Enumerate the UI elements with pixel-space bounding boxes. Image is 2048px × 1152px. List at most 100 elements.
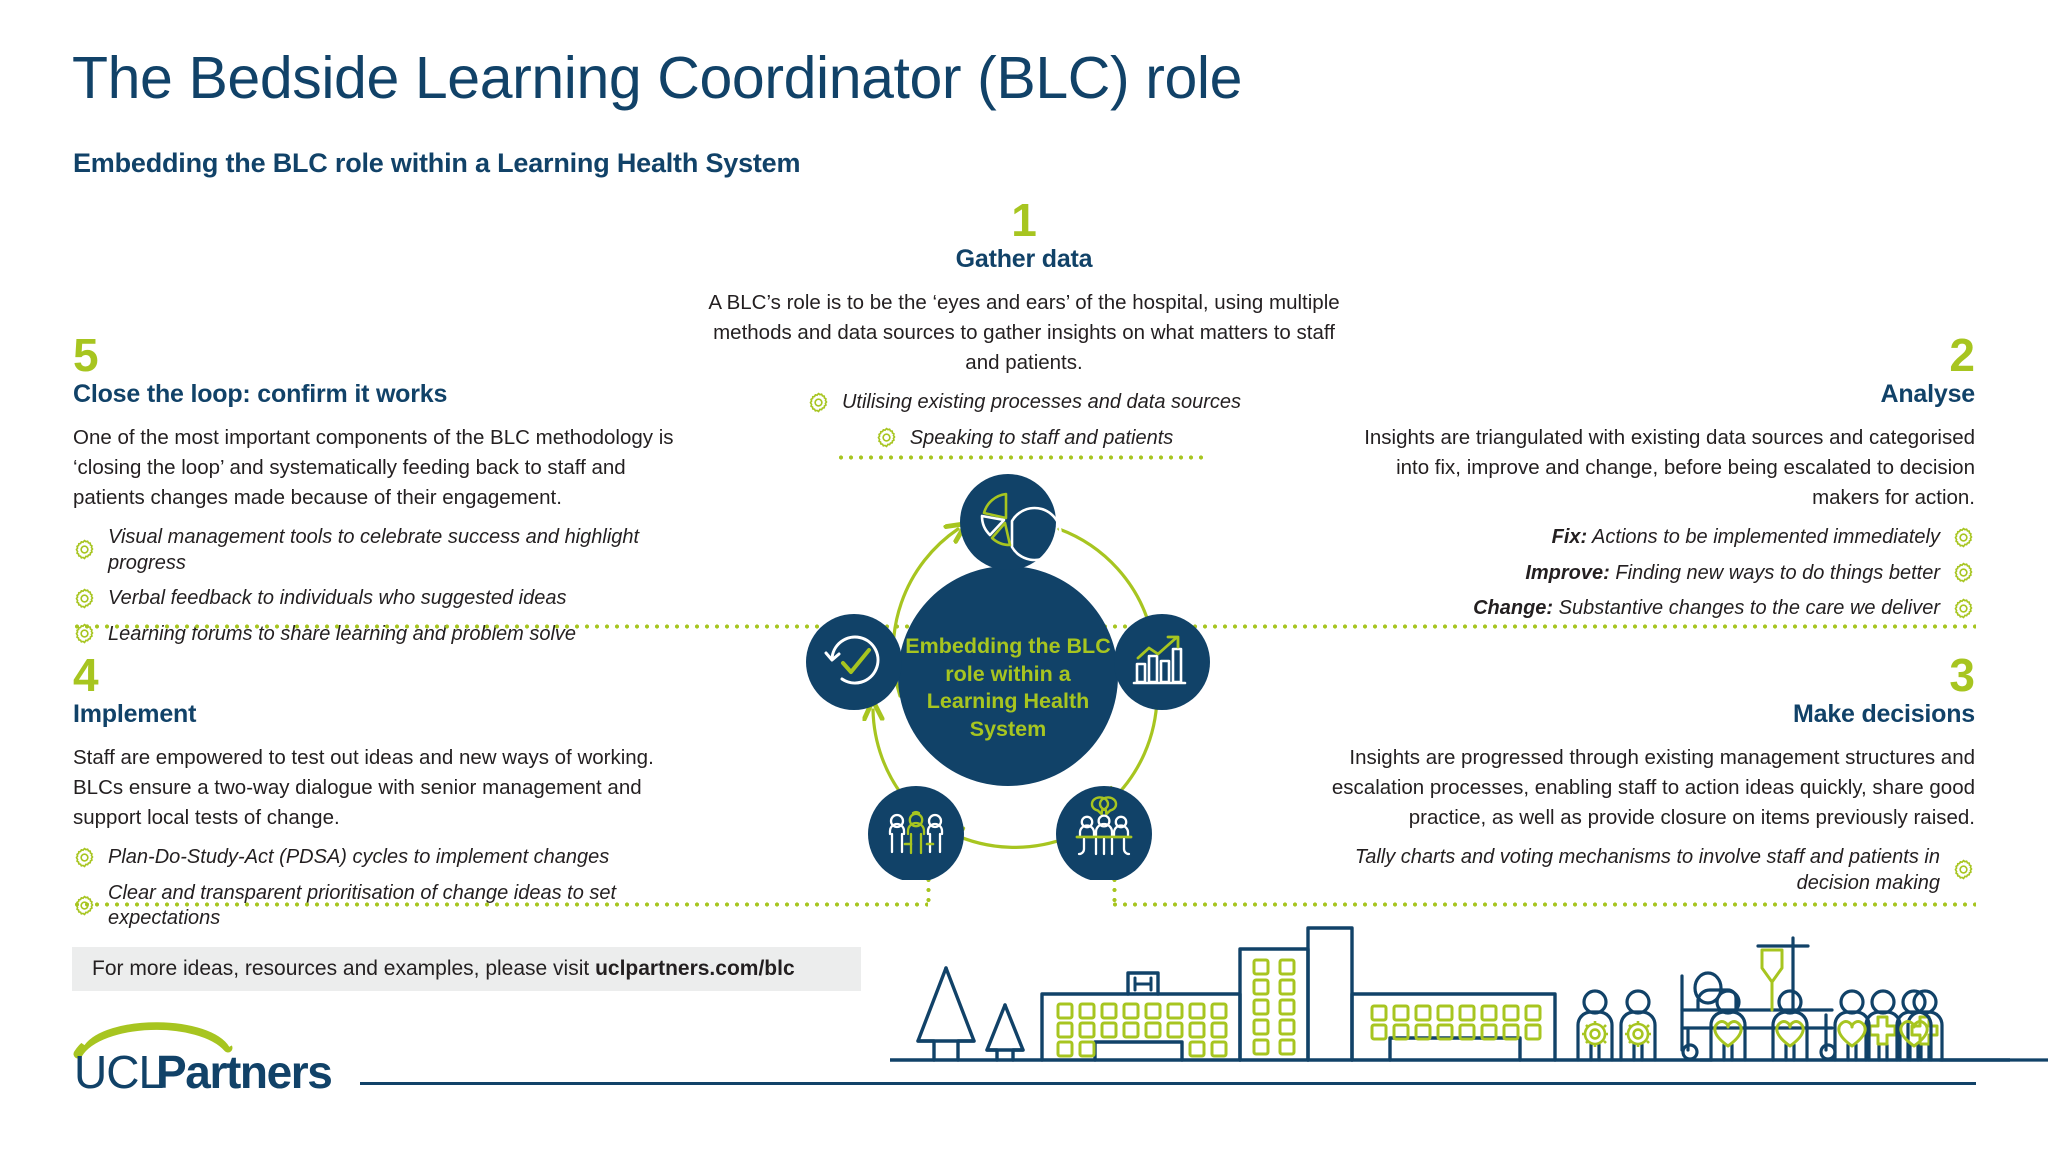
page-subtitle: Embedding the BLC role within a Learning… bbox=[73, 148, 801, 178]
node-refresh-check bbox=[806, 614, 902, 710]
list-item: Fix: Actions to be implemented immediate… bbox=[1345, 525, 1975, 551]
gear-icon bbox=[1952, 598, 1975, 621]
person-figure bbox=[1895, 989, 1933, 1062]
page-title: The Bedside Learning Coordinator (BLC) r… bbox=[72, 45, 1243, 111]
person-figure bbox=[1771, 989, 1809, 1062]
section-gather-data: 1 Gather data A BLC’s role is to be the … bbox=[700, 194, 1348, 451]
list-item: Clear and transparent prioritisation of … bbox=[73, 881, 733, 932]
section-body: Insights are progressed through existing… bbox=[1331, 746, 1975, 829]
uclpartners-logo: UCL Partners bbox=[72, 1011, 362, 1098]
list-item-label: Verbal feedback to individuals who sugge… bbox=[108, 587, 567, 610]
list-item: Plan-Do-Study-Act (PDSA) cycles to imple… bbox=[73, 845, 733, 871]
svg-text:UCL: UCL bbox=[74, 1046, 163, 1090]
section-title: Analyse bbox=[1880, 380, 1976, 409]
heart-icon bbox=[1837, 1020, 1867, 1048]
list-item-label: Clear and transparent prioritisation of … bbox=[108, 881, 617, 930]
list-item-label: Improve: Finding new ways to do things b… bbox=[1525, 561, 1940, 584]
section-number: 2 bbox=[1949, 329, 1975, 381]
hub-label: Embedding the BLC role within a Learning… bbox=[905, 634, 1111, 741]
gear-icon bbox=[73, 847, 96, 870]
hospital-scene-illustration bbox=[888, 910, 2012, 1088]
svg-text:Partners: Partners bbox=[156, 1046, 331, 1090]
gear-icon bbox=[1952, 527, 1975, 550]
section-number: 3 bbox=[1949, 649, 1975, 701]
list-item-lead: Fix: bbox=[1551, 526, 1588, 549]
list-item-label: Visual management tools to celebrate suc… bbox=[108, 526, 640, 574]
iv-pole bbox=[1756, 936, 1810, 1012]
divider-section-1 bbox=[836, 455, 1206, 460]
section-bullet-list: Plan-Do-Study-Act (PDSA) cycles to imple… bbox=[73, 845, 733, 932]
list-item-lead: Change: bbox=[1473, 597, 1554, 620]
list-item: Tally charts and voting mechanisms to in… bbox=[1315, 845, 1975, 896]
heart-icon bbox=[1775, 1020, 1805, 1048]
section-bullet-list: Tally charts and voting mechanisms to in… bbox=[1315, 845, 1975, 896]
section-bullet-list: Utilising existing processes and data so… bbox=[700, 390, 1348, 451]
section-analyse: 2 Analyse Insights are triangulated with… bbox=[1345, 329, 1976, 622]
gear-icon bbox=[73, 539, 96, 562]
tree-icon bbox=[985, 1003, 1025, 1062]
cta-link[interactable]: uclpartners.com/blc bbox=[595, 957, 795, 980]
heart-icon bbox=[1713, 1020, 1743, 1048]
divider-upper-left bbox=[72, 624, 918, 629]
section-number: 4 bbox=[73, 649, 99, 701]
section-title: Gather data bbox=[955, 245, 1093, 274]
list-item: Verbal feedback to individuals who sugge… bbox=[73, 586, 703, 612]
heart-icon bbox=[1899, 1020, 1929, 1048]
gear-icon bbox=[875, 427, 898, 450]
gear-icon bbox=[73, 588, 96, 611]
list-item-label: Speaking to staff and patients bbox=[909, 426, 1174, 449]
section-close-the-loop: 5 Close the loop: confirm it works One o… bbox=[73, 329, 703, 648]
list-item: Speaking to staff and patients bbox=[875, 426, 1174, 452]
person-figure bbox=[1833, 989, 1871, 1062]
list-item-label: Fix: Actions to be implemented immediate… bbox=[1551, 526, 1940, 549]
person-figure bbox=[1709, 989, 1747, 1062]
section-make-decisions: 3 Make decisions Insights are progressed… bbox=[1315, 649, 1975, 896]
public-figures-with-hearts bbox=[1698, 910, 2048, 1088]
section-title: Make decisions bbox=[1792, 700, 1975, 729]
divider-lower-left bbox=[72, 902, 928, 907]
list-item-label: Tally charts and voting mechanisms to in… bbox=[1354, 846, 1940, 894]
window-grid bbox=[1056, 958, 1542, 1058]
gear-icon bbox=[1952, 562, 1975, 585]
section-title: Close the loop: confirm it works bbox=[73, 380, 448, 409]
list-item-label: Change: Substantive changes to the care … bbox=[1473, 597, 1940, 620]
section-body: One of the most important components of … bbox=[73, 426, 674, 509]
gear-icon bbox=[1625, 1021, 1651, 1047]
cta-banner: For more ideas, resources and examples, … bbox=[72, 947, 861, 991]
divider-lower-right bbox=[1110, 902, 1976, 907]
tree-icon bbox=[916, 966, 976, 1062]
gear-icon bbox=[1582, 1021, 1608, 1047]
section-body: Insights are triangulated with existing … bbox=[1364, 426, 1975, 509]
divider-upper-right bbox=[1100, 624, 1976, 629]
node-meeting-discussion bbox=[1056, 786, 1152, 880]
hospital-wing bbox=[1350, 992, 1557, 1062]
section-bullet-list: Visual management tools to celebrate suc… bbox=[73, 525, 703, 647]
list-item-lead: Improve: bbox=[1525, 561, 1610, 584]
section-body: A BLC’s role is to be the ‘eyes and ears… bbox=[708, 291, 1340, 374]
gear-icon bbox=[73, 623, 96, 646]
node-bar-chart-trend bbox=[1114, 614, 1210, 710]
iv-bag bbox=[1760, 948, 1784, 1012]
staff-figure bbox=[1576, 989, 1614, 1062]
hub-circle bbox=[898, 566, 1118, 786]
section-body: Staff are empowered to test out ideas an… bbox=[73, 746, 654, 829]
section-number: 5 bbox=[73, 329, 99, 381]
gear-icon bbox=[807, 392, 830, 415]
section-implement: 4 Implement Staff are empowered to test … bbox=[73, 649, 733, 932]
section-number: 1 bbox=[1011, 194, 1037, 246]
cycle-diagram bbox=[792, 468, 1224, 880]
list-item: Change: Substantive changes to the care … bbox=[1345, 596, 1975, 622]
section-bullet-list: Fix: Actions to be implemented immediate… bbox=[1345, 525, 1975, 622]
list-item: Improve: Finding new ways to do things b… bbox=[1345, 561, 1975, 587]
gear-icon bbox=[1952, 859, 1975, 882]
cta-text: For more ideas, resources and examples, … bbox=[92, 957, 795, 980]
list-item-label: Utilising existing processes and data so… bbox=[841, 391, 1242, 414]
section-title: Implement bbox=[73, 700, 197, 729]
node-group-of-people bbox=[868, 786, 964, 880]
list-item-label: Plan-Do-Study-Act (PDSA) cycles to imple… bbox=[108, 846, 610, 869]
list-item: Visual management tools to celebrate suc… bbox=[73, 525, 703, 576]
logo-baseline-rule bbox=[360, 1082, 1976, 1085]
staff-figure bbox=[1619, 989, 1657, 1062]
list-item: Utilising existing processes and data so… bbox=[807, 390, 1241, 416]
